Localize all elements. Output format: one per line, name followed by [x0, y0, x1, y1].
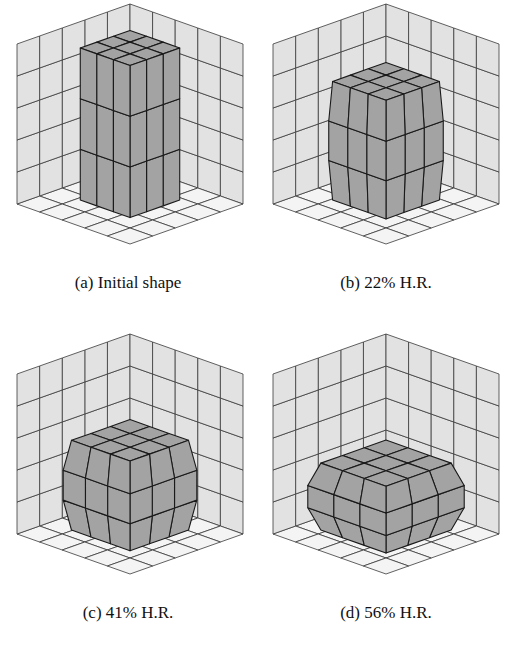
die-mesh-element — [273, 366, 296, 406]
die-mesh-element — [296, 28, 319, 68]
die-mesh-element — [341, 12, 364, 52]
specimen-element — [348, 88, 368, 135]
specimen-element — [422, 81, 444, 127]
corner-panel — [17, 334, 243, 574]
specimen-element — [348, 167, 368, 212]
die-mesh-element — [341, 342, 364, 382]
specimen-element — [163, 99, 180, 156]
specimen-element — [85, 447, 110, 486]
die-mesh-element — [17, 36, 40, 76]
specimen-element — [386, 478, 412, 513]
specimen-element — [163, 149, 180, 206]
figure-caption: (d) 56% H.R. — [340, 603, 432, 623]
die-mesh-element — [153, 342, 176, 382]
die-mesh-element — [431, 350, 454, 390]
specimen-element — [108, 454, 130, 494]
specimen-element — [408, 471, 438, 504]
figure-caption: (b) 22% H.R. — [340, 273, 432, 293]
die-mesh-element — [454, 358, 477, 398]
specimen-element — [113, 161, 130, 218]
specimen-element — [348, 128, 367, 174]
die-mesh-element — [107, 334, 130, 374]
specimen-element — [334, 471, 364, 504]
die-mesh-element — [454, 28, 477, 68]
specimen-element — [360, 478, 386, 513]
specimen-element — [80, 149, 97, 206]
die-mesh-element — [198, 358, 221, 398]
die-mesh-element — [476, 36, 499, 76]
die-mesh-element — [130, 334, 153, 374]
die-mesh-element — [386, 334, 409, 374]
specimen-element — [113, 60, 130, 117]
specimen-element — [367, 94, 386, 141]
specimen-element — [367, 134, 386, 180]
specimen-element — [147, 155, 164, 212]
die-mesh-element — [431, 20, 454, 60]
die-mesh-element — [409, 12, 432, 52]
specimen-element — [97, 54, 114, 111]
specimen-element — [147, 54, 164, 111]
die-mesh-element — [17, 366, 40, 406]
die-mesh-element — [220, 36, 243, 76]
specimen-element — [386, 134, 405, 180]
specimen-element — [147, 105, 164, 162]
specimen-element — [113, 110, 130, 167]
die-mesh-element — [107, 228, 152, 244]
die-mesh-element — [386, 4, 409, 44]
specimen-element — [404, 167, 424, 212]
specimen-element — [97, 155, 114, 212]
corner-panel — [17, 4, 243, 244]
specimen-element — [424, 121, 443, 167]
die-mesh-element — [476, 366, 499, 406]
die-mesh-element — [40, 28, 63, 68]
figure-caption: (c) 41% H.R. — [83, 603, 174, 623]
specimen-element — [130, 161, 147, 218]
specimen-element — [367, 174, 386, 219]
die-mesh-element — [363, 334, 386, 374]
specimen-element — [130, 110, 147, 167]
die-mesh-element — [175, 350, 198, 390]
die-mesh-element — [296, 358, 319, 398]
specimen-element — [329, 121, 348, 167]
die-mesh-element — [273, 36, 296, 76]
specimen-element — [150, 447, 175, 486]
specimen-element — [329, 81, 351, 127]
die-mesh-element — [198, 28, 221, 68]
die-mesh-element — [363, 558, 408, 574]
corner-panel — [273, 334, 499, 574]
die-mesh-element — [62, 350, 85, 390]
corner-panel — [273, 4, 499, 244]
specimen-element — [80, 99, 97, 156]
specimen-element — [97, 105, 114, 162]
die-mesh-element — [85, 342, 108, 382]
specimen-element — [386, 94, 405, 141]
specimen-element — [130, 454, 152, 494]
die-mesh-element — [107, 558, 152, 574]
die-mesh-element — [363, 228, 408, 244]
specimen-element — [80, 48, 97, 105]
die-mesh-element — [318, 20, 341, 60]
die-mesh-element — [220, 366, 243, 406]
die-mesh-element — [40, 358, 63, 398]
die-mesh-element — [409, 342, 432, 382]
specimen-element — [386, 174, 405, 219]
die-mesh-element — [318, 350, 341, 390]
specimen-element — [163, 48, 180, 105]
die-mesh-element — [363, 4, 386, 44]
figure-caption: (a) Initial shape — [75, 273, 182, 293]
specimen-element — [404, 88, 424, 135]
specimen-element — [405, 128, 424, 174]
specimen-element — [130, 60, 147, 117]
